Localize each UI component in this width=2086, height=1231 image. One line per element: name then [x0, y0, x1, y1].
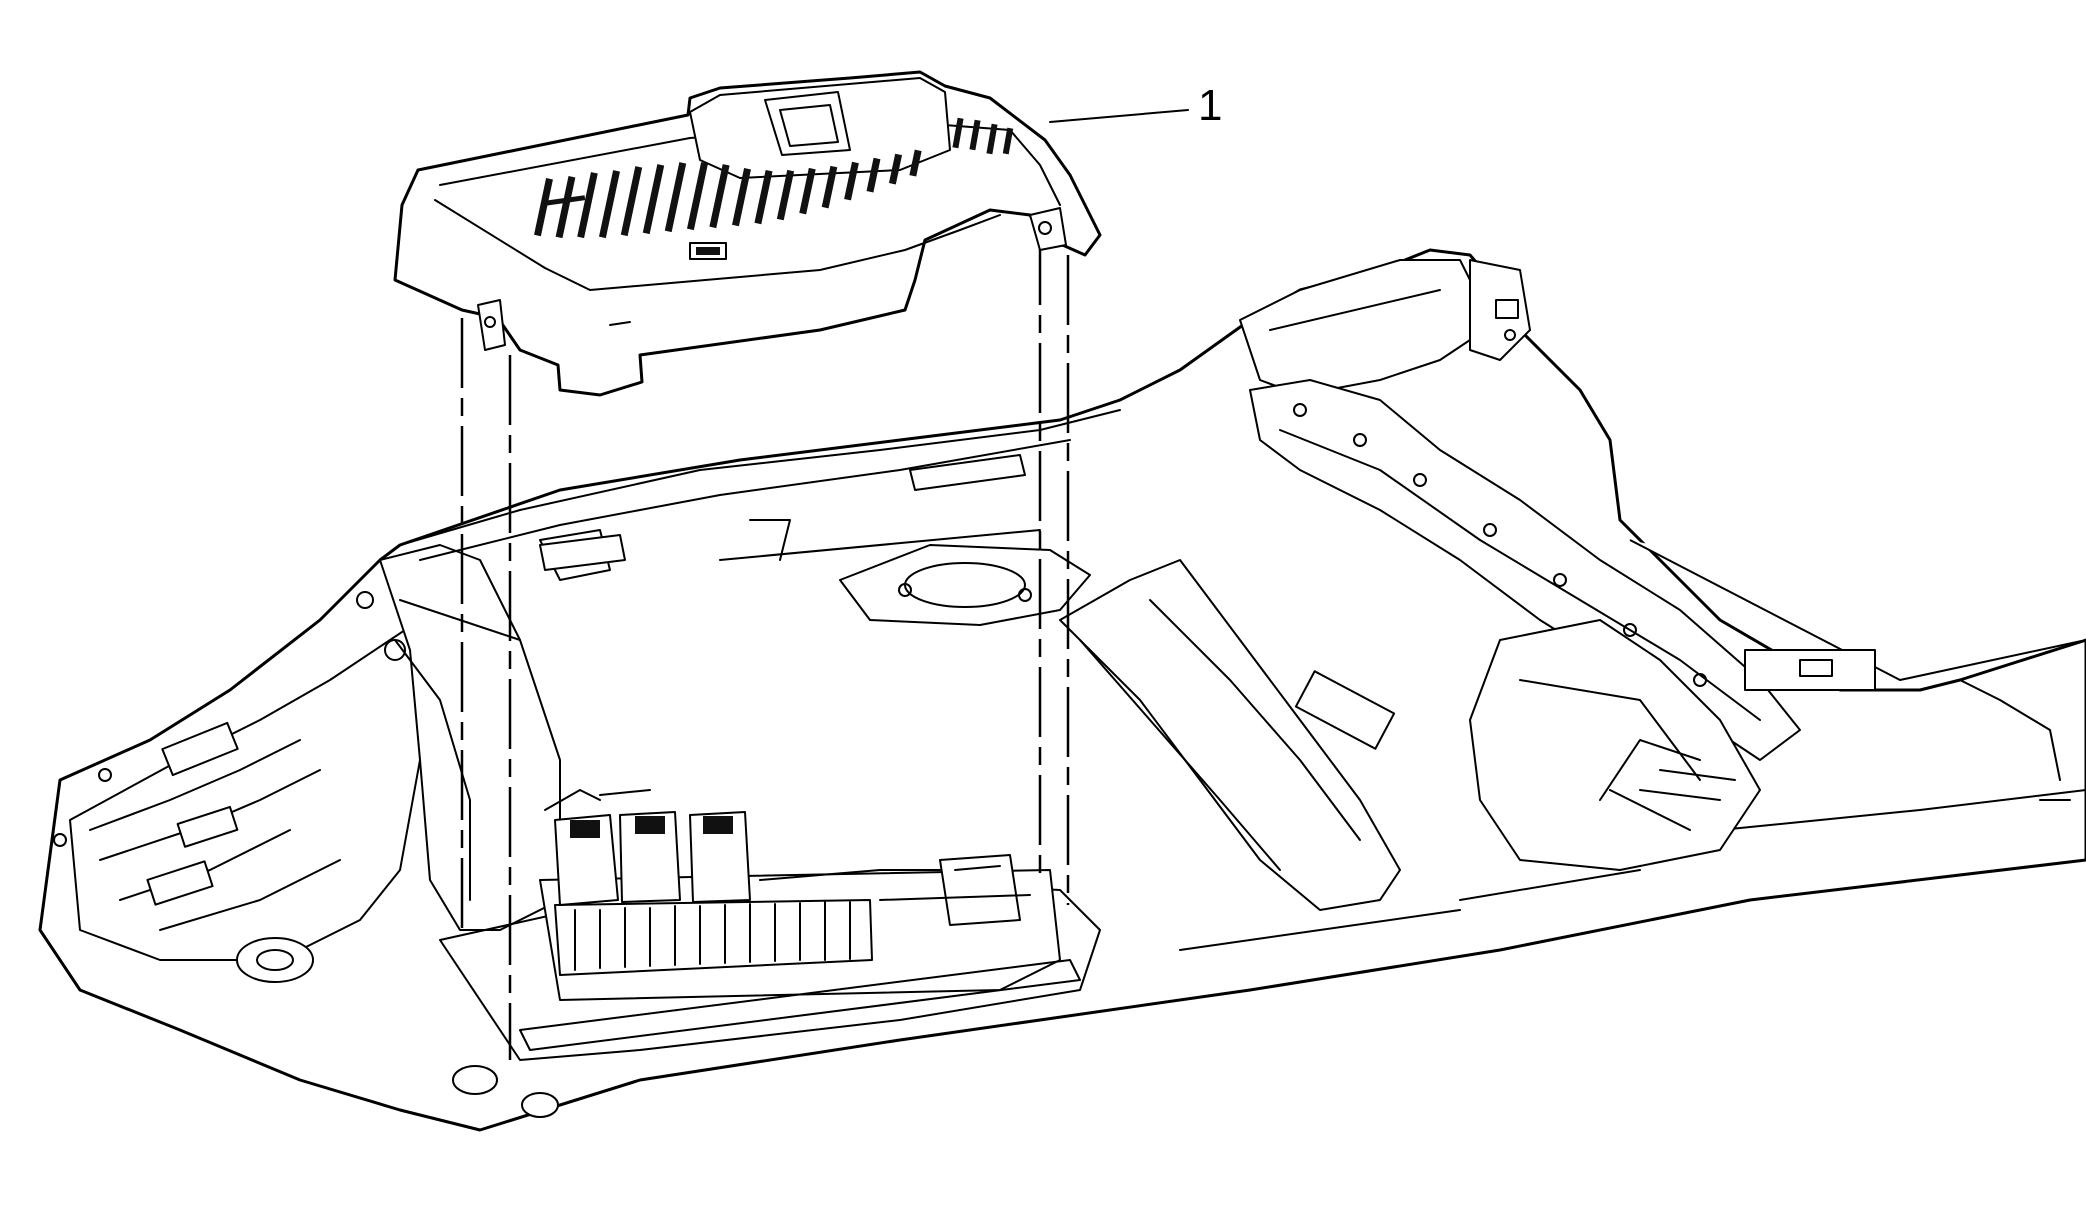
- callout-1: 1: [1049, 81, 1222, 130]
- engine-cover: [393, 70, 1102, 397]
- engine-compartment-body: [38, 248, 2086, 1132]
- fuse-relay-block: [519, 789, 1081, 1051]
- callout-1-leader-line: [1049, 109, 1189, 123]
- alignment-lines: [460, 235, 1070, 1060]
- cover-vent-slots: [534, 117, 1014, 239]
- callout-1-label: 1: [1198, 81, 1222, 130]
